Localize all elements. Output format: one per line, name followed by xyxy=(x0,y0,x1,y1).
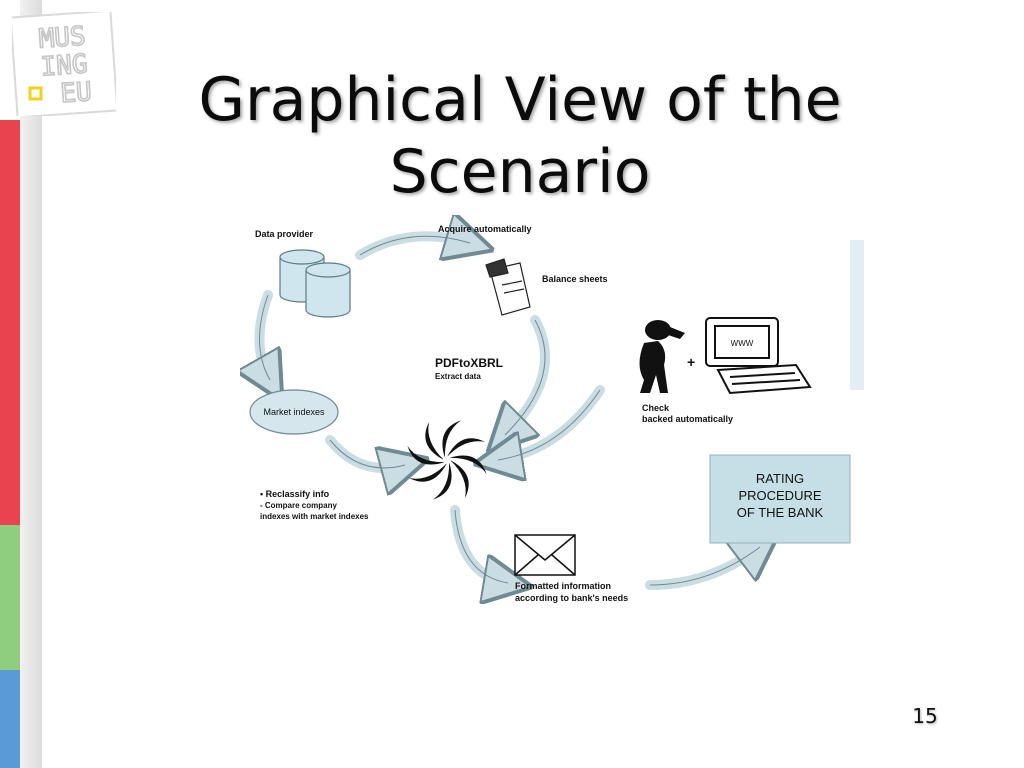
label-extract-data: Extract data xyxy=(435,372,481,381)
thinking-person-icon xyxy=(639,320,685,393)
swirl-engine-icon xyxy=(407,420,487,500)
logo-text-bot: EU xyxy=(59,77,92,109)
arrow-provider-to-market xyxy=(259,290,270,380)
screen-text: WWW xyxy=(731,339,754,348)
label-data-provider: Data provider xyxy=(255,229,314,239)
logo-text-mid: ING xyxy=(40,49,89,82)
label-reclassify: • Reclassify info xyxy=(260,489,330,499)
arrow-extract xyxy=(505,315,550,435)
side-edge-shade xyxy=(20,0,42,768)
rating-procedure-box: RATING PROCEDURE OF THE BANK xyxy=(709,454,851,544)
logo-text-top: MUS xyxy=(38,21,87,54)
edge-artifact xyxy=(850,240,864,390)
page-number: 15 xyxy=(912,704,938,728)
label-acquire: Acquire automatically xyxy=(438,224,532,234)
slide-title-line1: Graphical View of the xyxy=(198,65,842,135)
label-market-indexes: Market indexes xyxy=(263,407,325,417)
label-compare-company: - Compare company xyxy=(260,501,337,510)
side-strip-blue xyxy=(0,670,20,768)
label-rating: RATING xyxy=(756,471,804,486)
label-check: Check xyxy=(642,403,670,413)
label-indexes-market: indexes with market indexes xyxy=(260,512,369,521)
side-strip-green xyxy=(0,525,20,670)
arrow-format-to-rating xyxy=(645,547,760,590)
label-backed-automatically: backed automatically xyxy=(642,414,733,424)
scenario-diagram: Data provider Acquire automatically Bala… xyxy=(240,215,864,615)
label-formatted-information: Formatted information xyxy=(515,581,611,591)
logo-accent-square xyxy=(28,86,43,101)
side-accent-bar xyxy=(0,0,42,768)
label-balance-sheets: Balance sheets xyxy=(542,274,608,284)
side-strip-red xyxy=(0,120,20,525)
arrow-market-to-engine xyxy=(325,435,405,468)
label-of-the-bank: OF THE BANK xyxy=(737,505,824,520)
musing-logo: MUS ING EU xyxy=(12,12,116,116)
label-procedure: PROCEDURE xyxy=(738,488,821,503)
label-bank-needs: according to bank's needs xyxy=(515,593,628,603)
slide-title: Graphical View of the Scenario xyxy=(130,64,910,208)
envelope-icon xyxy=(514,534,576,576)
market-indexes-node: Market indexes xyxy=(249,389,339,435)
database-icon xyxy=(279,249,351,318)
label-pdf-tool: PDFtoXBRL xyxy=(435,356,503,370)
clipboard-icon xyxy=(485,258,531,316)
plus-sign: + xyxy=(687,354,695,370)
slide-title-line2: Scenario xyxy=(389,137,651,207)
computer-icon xyxy=(705,317,812,395)
